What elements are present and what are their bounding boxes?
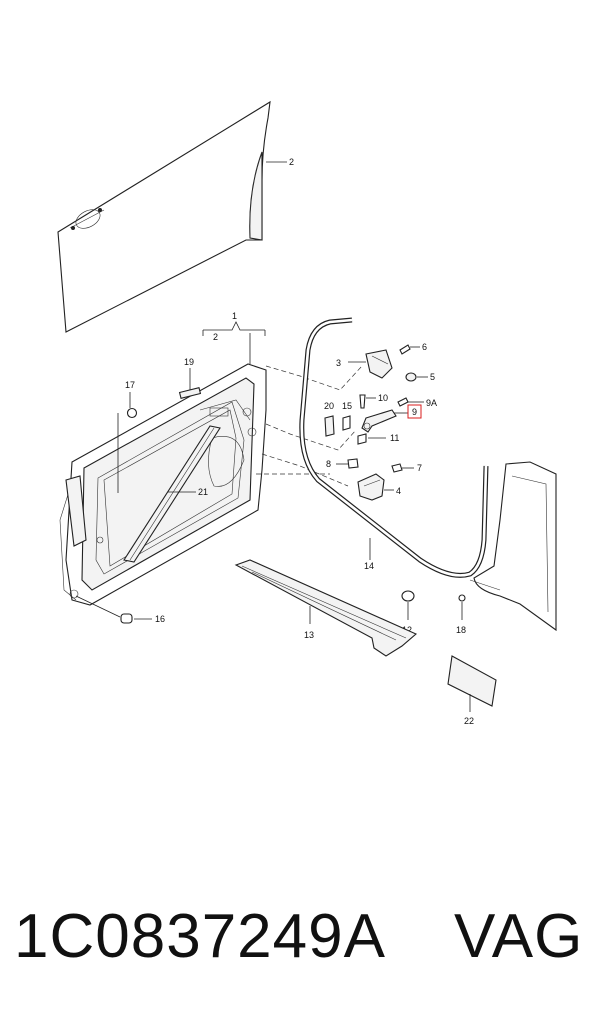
callout-7: 7	[417, 463, 422, 473]
callout-13: 13	[304, 630, 314, 640]
highlight-box-9	[407, 404, 422, 419]
callout-17: 17	[125, 380, 135, 390]
window-guide-rail	[123, 425, 221, 563]
callout-18: 18	[456, 625, 466, 635]
door-seal	[299, 317, 489, 578]
door-check-strap	[361, 409, 397, 433]
door-outer-panel	[57, 100, 271, 333]
callout-20: 20	[324, 401, 334, 411]
callout-16: 16	[155, 614, 165, 624]
callout-11: 11	[390, 433, 399, 443]
callout-2-panel: 2	[289, 157, 294, 167]
sill-trim	[234, 559, 418, 657]
door-inner-frame	[59, 363, 267, 606]
callout-6: 6	[422, 342, 427, 352]
upper-hinge	[365, 349, 393, 379]
lower-hinge	[357, 473, 385, 501]
brand-label: VAG	[454, 902, 584, 971]
callout-9: 9	[412, 407, 417, 417]
callout-2-bracket: 2	[213, 332, 218, 342]
callout-15: 15	[342, 401, 352, 411]
callout-1: 1	[232, 311, 237, 321]
callout-3: 3	[336, 358, 341, 368]
callout-8: 8	[326, 459, 331, 469]
callout-21: 21	[198, 487, 208, 497]
part-number-label: 1C0837249A	[14, 902, 386, 971]
callout-9a: 9A	[426, 398, 437, 408]
callout-5: 5	[430, 372, 435, 382]
callout-22: 22	[464, 716, 474, 726]
callout-4: 4	[396, 486, 401, 496]
callout-10: 10	[378, 393, 388, 403]
callout-14: 14	[364, 561, 374, 571]
callout-19: 19	[184, 357, 194, 367]
body-side-pillar	[469, 461, 557, 632]
